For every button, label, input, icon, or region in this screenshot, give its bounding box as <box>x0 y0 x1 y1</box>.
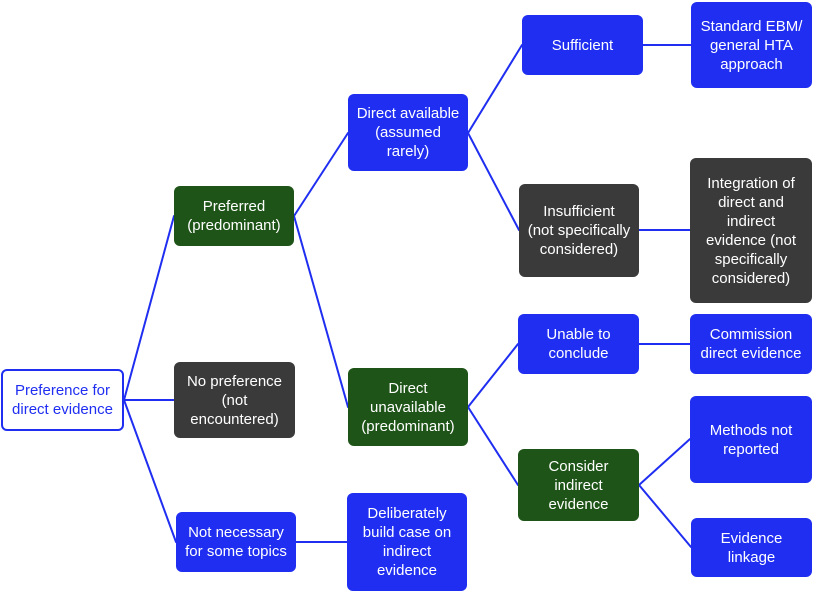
node-unable-to-conclude: Unable to conclude <box>518 314 639 374</box>
node-commission: Commission direct evidence <box>690 314 812 374</box>
edge-consider-linkage <box>638 484 692 548</box>
node-evidence-linkage: Evidence linkage <box>691 518 812 577</box>
node-not-necessary: Not necessary for some topics <box>176 512 296 572</box>
edge-preferred-direct-available <box>293 132 349 217</box>
node-standard-ebm: Standard EBM/ general HTA approach <box>691 2 812 88</box>
edge-direct-available-insufficient <box>467 132 520 231</box>
edge-direct-available-sufficient <box>467 44 523 134</box>
node-integration: Integration of direct and indirect evide… <box>690 158 812 303</box>
edge-root-not-necessary <box>123 399 177 543</box>
node-deliberately-build-case: Deliberately build case on indirect evid… <box>347 493 467 591</box>
node-insufficient: Insufficient (not specifically considere… <box>519 184 639 277</box>
edge-root-preferred <box>123 215 175 401</box>
node-direct-available: Direct available (assumed rarely) <box>348 94 468 171</box>
edge-consider-methods <box>638 438 691 486</box>
node-no-preference: No preference (not encountered) <box>174 362 295 438</box>
edge-direct-unavailable-consider <box>467 406 519 486</box>
node-sufficient: Sufficient <box>522 15 643 75</box>
edge-direct-unavailable-unable <box>467 343 519 408</box>
edge-preferred-direct-unavailable <box>293 215 349 408</box>
node-methods-not-reported: Methods not reported <box>690 396 812 483</box>
node-consider-indirect: Consider indirect evidence <box>518 449 639 521</box>
node-direct-unavailable: Direct unavailable (predominant) <box>348 368 468 446</box>
node-preference-root: Preference for direct evidence <box>1 369 124 431</box>
node-preferred: Preferred (predominant) <box>174 186 294 246</box>
